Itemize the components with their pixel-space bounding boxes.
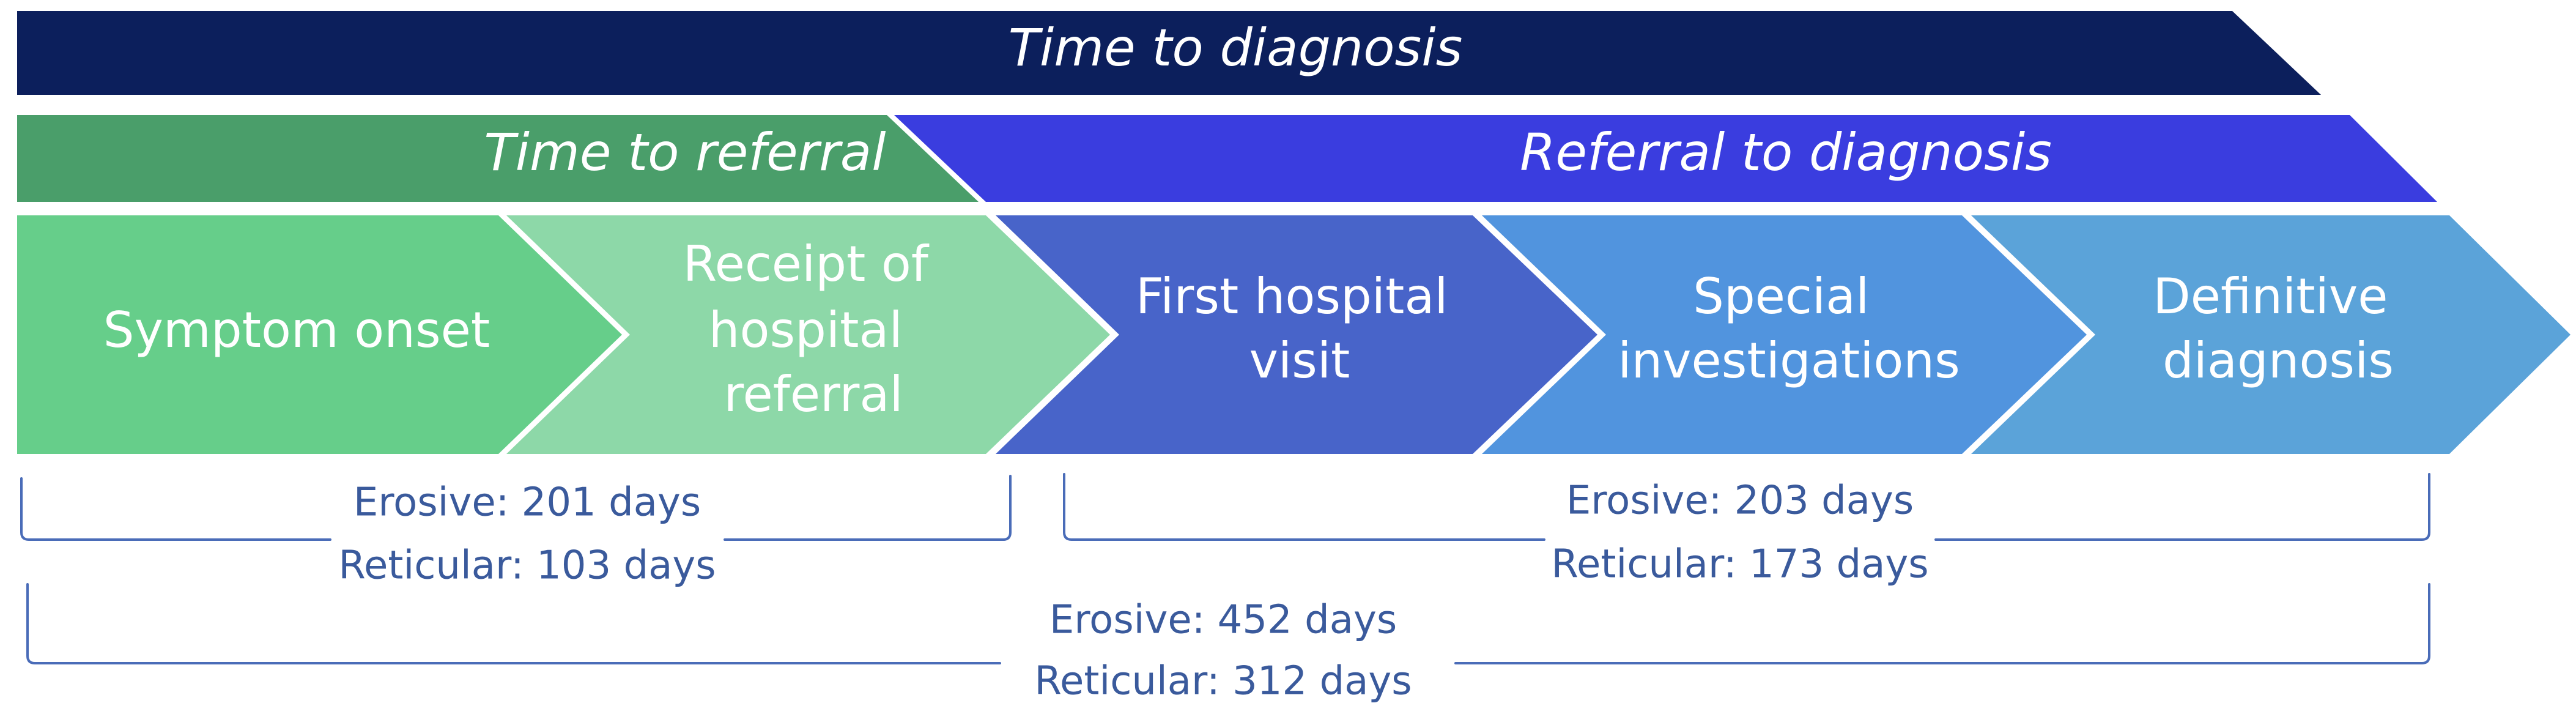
time-to-referral-band xyxy=(17,115,979,202)
special-investigations-step xyxy=(1482,215,2087,454)
receipt-of-referral-step xyxy=(506,215,1110,454)
symptom-onset-label: Symptom onset xyxy=(103,302,490,359)
definitive-diagnosis-step xyxy=(1971,215,2570,454)
time-to-referral-erosive: Erosive: 201 days xyxy=(353,480,701,526)
time-to-diagnosis-erosive: Erosive: 452 days xyxy=(1049,598,1397,643)
symptom-onset-step xyxy=(17,215,622,454)
referral-to-diagnosis-band xyxy=(894,115,2437,202)
referral-to-diagnosis-reticular: Reticular: 173 days xyxy=(1551,542,1928,587)
time-to-diagnosis-reticular: Reticular: 312 days xyxy=(1034,659,1412,704)
referral-to-diagnosis-label: Referral to diagnosis xyxy=(1520,122,2052,182)
definitive-diagnosis-label: Definitive diagnosis xyxy=(2153,268,2404,389)
time-to-diagnosis-band xyxy=(17,11,2321,95)
special-investigations-label: Special investigations xyxy=(1618,268,1960,389)
first-hospital-visit-step xyxy=(996,215,1597,454)
receipt-of-referral-label: Receipt of hospital referral xyxy=(683,236,944,423)
referral-to-diagnosis-bracket xyxy=(1063,473,2430,541)
referral-to-diagnosis-erosive: Erosive: 203 days xyxy=(1566,478,1914,524)
time-to-referral-reticular: Reticular: 103 days xyxy=(338,543,716,589)
time-to-diagnosis-bracket xyxy=(26,583,2430,664)
time-to-referral-label: Time to referral xyxy=(484,122,886,182)
time-to-referral-bracket xyxy=(20,475,1012,541)
time-to-diagnosis-label: Time to diagnosis xyxy=(1009,18,1463,78)
first-hospital-visit-label: First hospital visit xyxy=(1136,268,1464,389)
